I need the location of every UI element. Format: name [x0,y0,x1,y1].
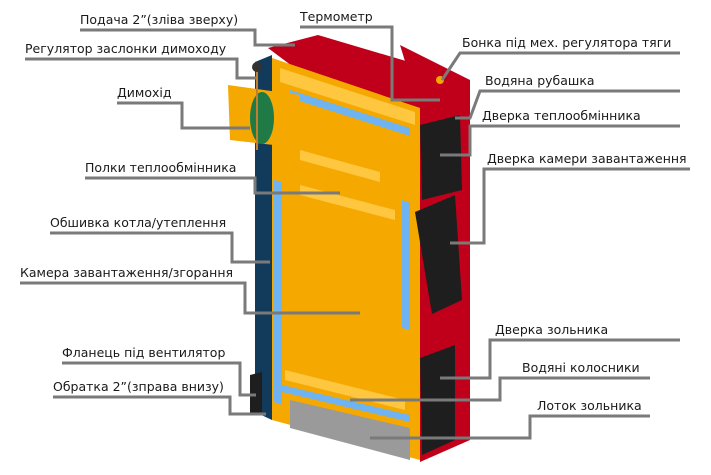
leader-draft-boss [440,51,680,81]
label-load-door: Дверка камери завантаження [487,151,687,166]
leader-hx-shelves [85,176,340,195]
label-casing: Обшивка котла/утеплення [50,215,226,230]
label-water-grates: Водяні колосники [522,360,640,375]
label-flue-damper: Регулятор заслонки димоходу [25,41,227,56]
label-hx-door: Дверка теплообмінника [482,108,641,123]
leader-ash-door [440,338,680,380]
leader-flue-damper [25,57,256,80]
label-ash-door: Дверка зольника [495,322,608,337]
label-supply: Подача 2”(зліва зверху) [80,12,238,27]
heat-exchanger-shelf-1 [300,150,380,182]
label-hx-shelves: Полки теплообмінника [85,160,236,175]
ash-tray-shape [290,400,410,460]
water-jacket-top [290,90,410,136]
casing-top [268,35,470,108]
water-jacket-right [402,200,410,330]
water-grate-jacket [282,385,410,422]
fan-flange-shape [250,372,262,414]
label-thermometer: Термометр [299,9,373,24]
leader-return [53,395,266,416]
water-jacket-left [274,180,282,405]
boiler-top-shelf [280,68,415,125]
leader-hx-door [440,124,680,157]
leader-thermometer [300,25,440,102]
label-chimney: Димохід [117,85,171,100]
damper-handle [252,62,262,72]
label-fan-flange: Фланець під вентилятор [62,345,225,360]
label-return: Обратка 2”(зправа внизу) [53,379,224,394]
chimney-damper [250,92,274,144]
leader-supply [80,28,295,47]
leader-water-grates [350,376,650,402]
leader-casing [50,231,270,264]
heat-exchanger-door [420,115,462,200]
casing-left-edge [255,55,272,420]
label-draft-boss: Бонка під мех. регулятора тяги [462,35,671,50]
label-water-jacket: Водяна рубашка [485,73,595,88]
leader-chamber [20,281,360,315]
leader-chimney [117,101,250,130]
label-ash-tray: Лоток зольника [537,398,642,413]
leader-load-door [450,167,690,245]
label-chamber: Камера завантаження/згорання [20,265,233,280]
loading-door [415,195,462,314]
leader-fan-flange [62,361,256,397]
leader-ash-tray [370,414,650,440]
leader-water-jacket [455,89,680,120]
